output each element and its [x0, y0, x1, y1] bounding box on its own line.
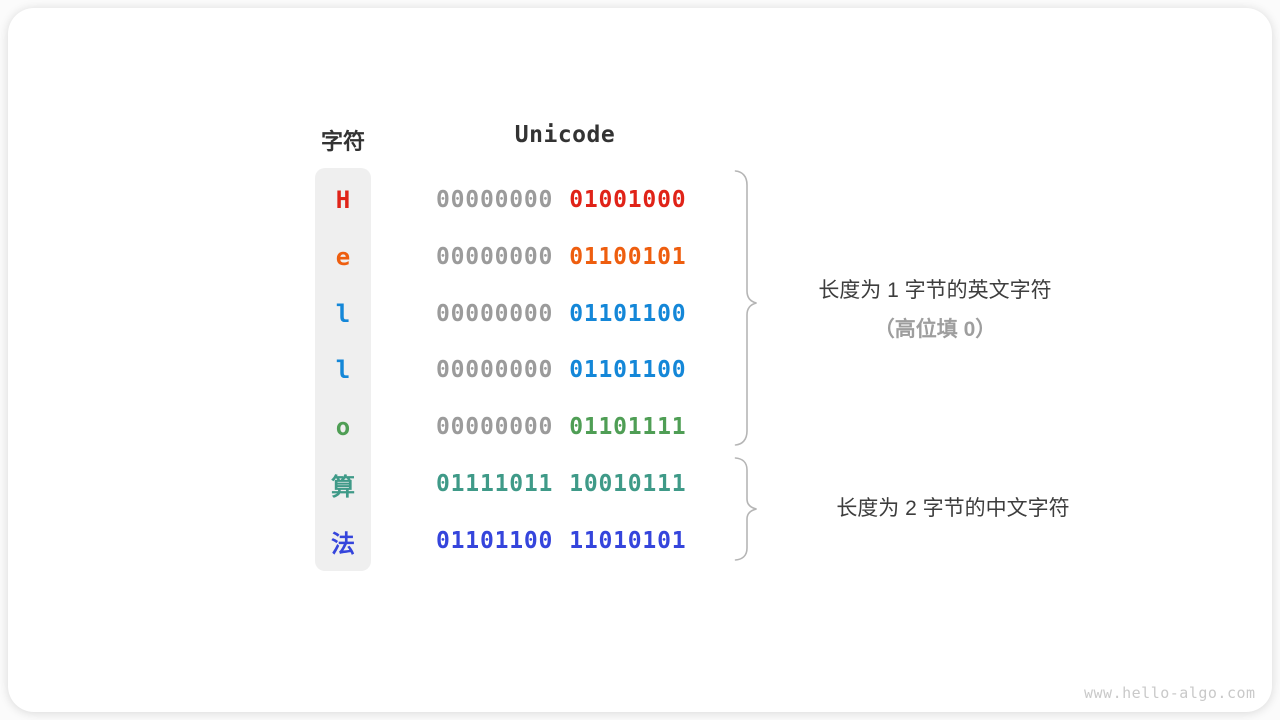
unicode-binary: 00000000 01101100	[436, 357, 686, 383]
unicode-high-byte: 00000000	[436, 244, 554, 270]
annotation-english-text: 长度为 1 字节的英文字符	[818, 279, 1052, 302]
annotation-english-note: （高位填 0）	[873, 318, 997, 341]
unicode-low-byte: 01100101	[569, 244, 687, 270]
char-cell: H	[335, 186, 351, 214]
diagram-card: 字符 Unicode H 00000000 01001000 e 00000000…	[8, 8, 1272, 712]
table-row: o 00000000 01101111	[8, 398, 1280, 456]
unicode-binary: 00000000 01101111	[436, 414, 686, 440]
column-header-unicode: Unicode	[514, 122, 616, 148]
char-cell: l	[335, 300, 351, 328]
unicode-low-byte: 11010101	[569, 528, 687, 554]
unicode-high-byte: 00000000	[436, 357, 554, 383]
brace-english-group-icon	[734, 170, 757, 446]
unicode-high-byte: 01111011	[436, 471, 554, 497]
table-row: e 00000000 01100101	[8, 228, 1280, 286]
table-row: H 00000000 01001000	[8, 171, 1280, 229]
unicode-low-byte: 10010111	[569, 471, 687, 497]
char-cell: 算	[331, 472, 355, 501]
unicode-binary: 01111011 10010111	[436, 471, 686, 497]
column-header-char: 字符	[320, 129, 365, 154]
table-row: l 00000000 01101100	[8, 285, 1280, 343]
brace-chinese-group-icon	[734, 457, 757, 561]
unicode-low-byte: 01101100	[569, 357, 687, 383]
watermark: www.hello-algo.com	[1084, 684, 1256, 702]
unicode-low-byte: 01101100	[569, 301, 687, 327]
annotation-english-group: 长度为 1 字节的英文字符 （高位填 0）	[765, 274, 1105, 347]
char-cell: 法	[331, 529, 355, 558]
table-row: 算 01111011 10010111	[8, 455, 1280, 513]
annotation-chinese-group: 长度为 2 字节的中文字符	[836, 497, 1070, 520]
table-row: 法 01101100 11010101	[8, 512, 1280, 570]
unicode-high-byte: 00000000	[436, 301, 554, 327]
char-cell: l	[335, 356, 351, 384]
unicode-low-byte: 01001000	[569, 187, 687, 213]
unicode-high-byte: 00000000	[436, 414, 554, 440]
unicode-binary: 00000000 01001000	[436, 187, 686, 213]
unicode-high-byte: 01101100	[436, 528, 554, 554]
char-cell: o	[335, 413, 351, 441]
table-row: l 00000000 01101100	[8, 341, 1280, 399]
unicode-high-byte: 00000000	[436, 187, 554, 213]
unicode-binary: 00000000 01101100	[436, 301, 686, 327]
unicode-low-byte: 01101111	[569, 414, 687, 440]
unicode-binary: 00000000 01100101	[436, 244, 686, 270]
unicode-binary: 01101100 11010101	[436, 528, 686, 554]
char-column-background	[315, 168, 371, 571]
char-cell: e	[335, 243, 351, 271]
